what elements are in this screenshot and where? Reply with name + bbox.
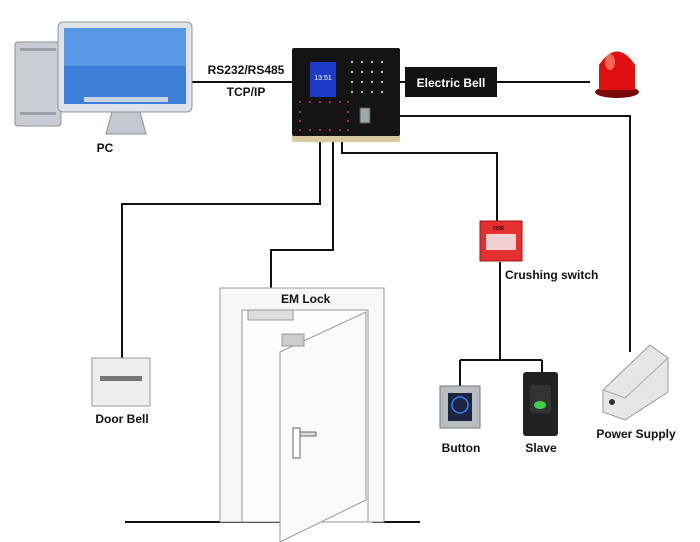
door (219, 287, 385, 542)
slave-label: Slave (525, 441, 557, 455)
door-bell: Door Bell (91, 357, 151, 426)
pc-label: PC (97, 141, 114, 155)
wire-switch-button-slave (459, 262, 543, 386)
siren-icon (595, 51, 639, 98)
em-lock-label: EM Lock (281, 292, 331, 306)
electric-bell: Electric Bell (405, 67, 497, 97)
exit-button: Button (439, 385, 481, 455)
button-label: Button (442, 441, 481, 455)
wires (121, 81, 631, 523)
device-screen (310, 62, 336, 97)
device-keypad (350, 60, 384, 94)
wire-device-doorbell (121, 142, 321, 358)
fire-label: FIRE (493, 226, 505, 232)
slave-reader: Slave (523, 372, 558, 455)
device-fingerprint-sensor (359, 107, 371, 124)
link-label-tcpip: TCP/IP (227, 85, 266, 99)
door-panel (279, 311, 367, 542)
crushing-switch-label: Crushing switch (505, 268, 598, 282)
pc-computer: PC (14, 21, 193, 155)
em-lock (247, 309, 294, 321)
device-clock: 13:51 (314, 75, 332, 82)
link-label-serial: RS232/RS485 (208, 63, 285, 77)
electric-bell-label: Electric Bell (417, 76, 486, 90)
power-supply: Power Supply (596, 344, 676, 441)
crushing-switch: FIRE Crushing switch (479, 220, 598, 282)
wire-device-emlock (270, 142, 334, 312)
device-led-ring (299, 101, 349, 131)
door-bell-label: Door Bell (95, 412, 148, 426)
power-supply-label: Power Supply (596, 427, 676, 441)
wire-device-switch (341, 142, 498, 222)
wire-device-power (400, 115, 631, 352)
access-control-terminal: 13:51 (292, 48, 400, 142)
